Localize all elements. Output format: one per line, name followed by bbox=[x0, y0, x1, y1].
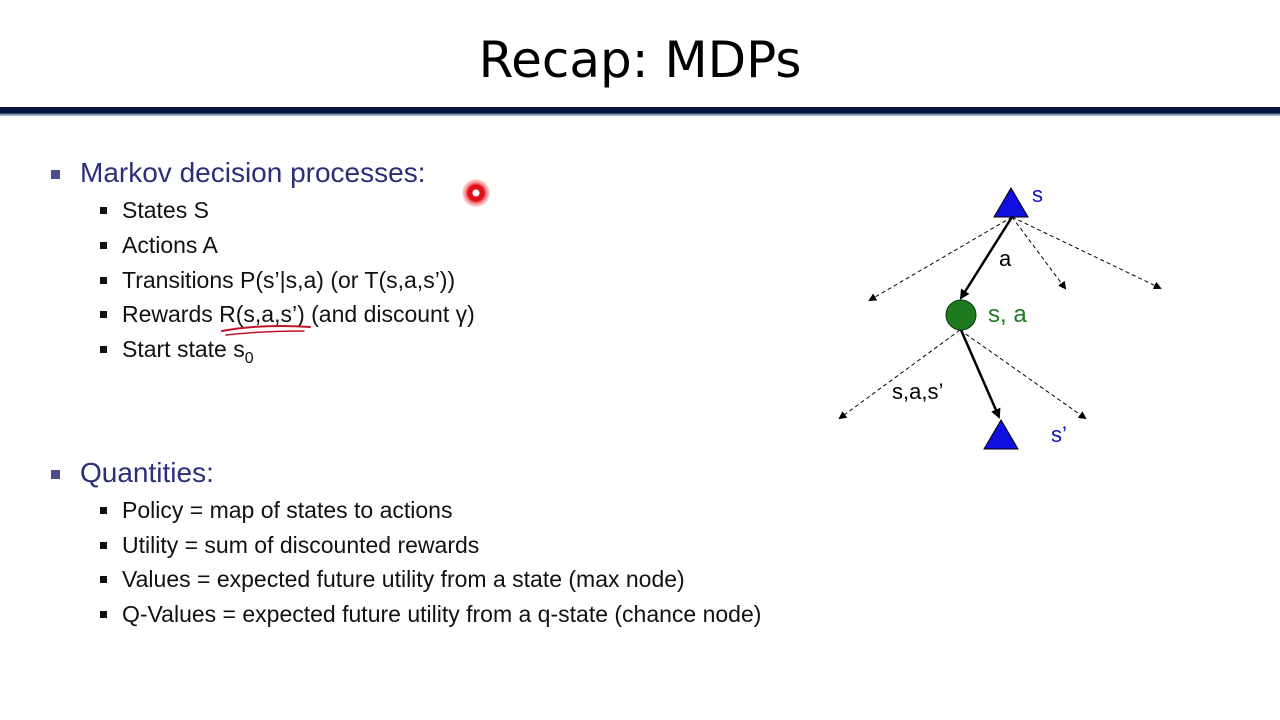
top-state-label: s bbox=[1032, 182, 1043, 207]
transition-edge bbox=[959, 329, 1001, 419]
list-item: Rewards R(s,a,s’) (and discount γ) bbox=[100, 301, 475, 327]
next-state-label: s’ bbox=[1051, 422, 1067, 447]
state-node-top bbox=[993, 187, 1029, 218]
section-heading-mdp: Markov decision processes: bbox=[50, 157, 426, 188]
start-state-text: Start state s bbox=[122, 336, 245, 362]
slide-title: Recap: MDPs bbox=[478, 31, 802, 89]
pointer-cursor-icon bbox=[462, 179, 490, 207]
transition-label: s,a,s’ bbox=[892, 379, 943, 404]
title-rule bbox=[0, 107, 1280, 116]
qstate-node bbox=[945, 299, 977, 331]
list-item: Q-Values = expected future utility from … bbox=[99, 601, 762, 627]
list-item: Transitions P(s’|s,a) (or T(s,a,s’)) bbox=[99, 267, 456, 293]
action-label: a bbox=[999, 246, 1012, 271]
list-item: Policy = map of states to actions bbox=[99, 497, 453, 523]
section-heading-quantities: Quantities: bbox=[51, 457, 214, 488]
state-node-next bbox=[983, 419, 1019, 450]
list-item: States S bbox=[100, 197, 209, 223]
list-item-start-state: Start state s0 bbox=[100, 334, 254, 374]
list-item: Actions A bbox=[100, 232, 218, 258]
qstate-label: s, a bbox=[988, 301, 1027, 328]
annotation-underline bbox=[221, 325, 311, 336]
mdp-expectimax-diagram: s a s, a s,a,s’ s’ bbox=[838, 182, 1162, 450]
action-edge bbox=[959, 216, 1014, 300]
dashed-edges bbox=[838, 216, 1162, 420]
list-item: Utility = sum of discounted rewards bbox=[99, 532, 480, 558]
start-state-subscript: 0 bbox=[244, 350, 254, 367]
bullet-list: Markov decision processes: States S Acti… bbox=[50, 157, 762, 627]
list-item: Values = expected future utility from a … bbox=[100, 566, 685, 592]
